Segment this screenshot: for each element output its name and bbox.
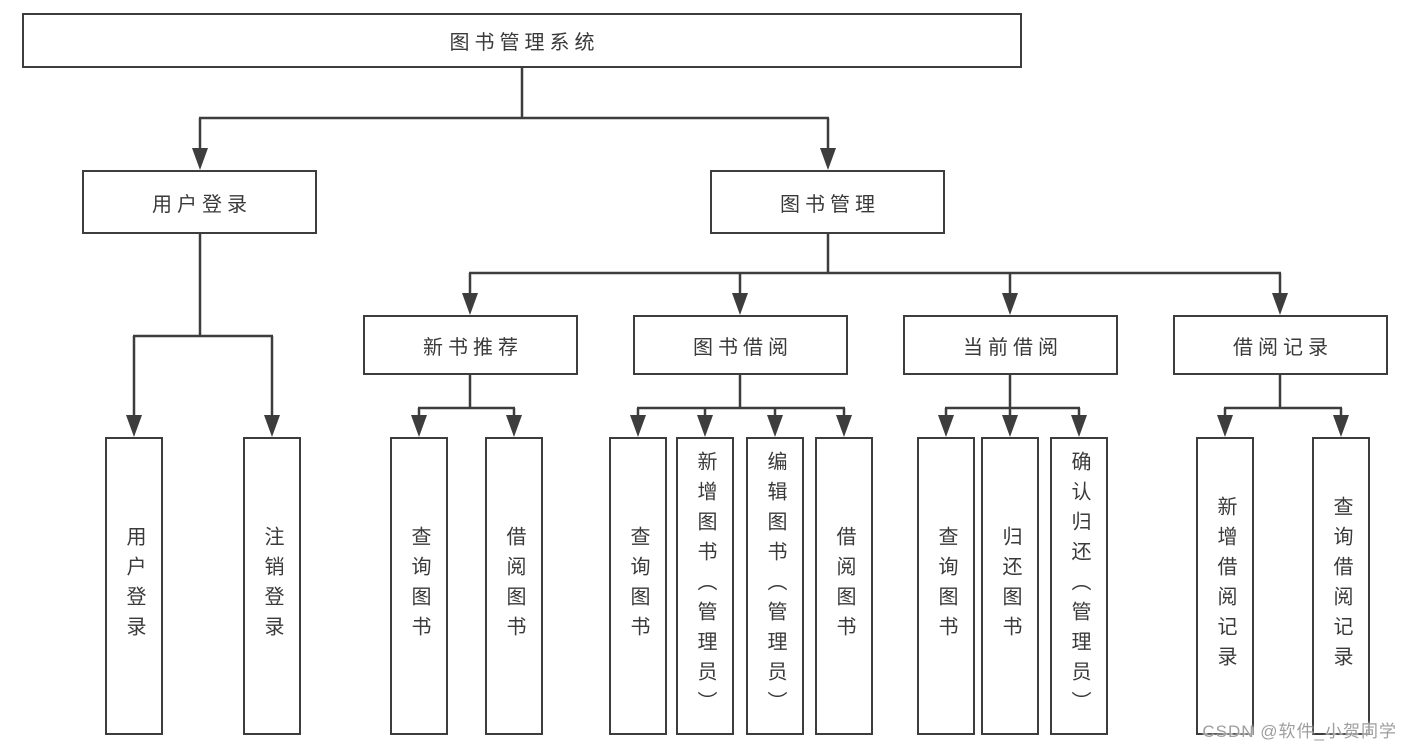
node-new-book-recommend-label: 新书推荐 xyxy=(423,336,523,359)
leaf-add-borrow-record: 新增借阅记录 xyxy=(1196,437,1254,735)
node-borrow-record-label: 借阅记录 xyxy=(1233,336,1333,359)
node-current-borrow-label: 当前借阅 xyxy=(963,336,1063,359)
node-root-label: 图书管理系统 xyxy=(449,32,600,54)
leaf-query-borrow-record: 查询借阅记录 xyxy=(1312,437,1370,735)
node-user-login-label: 用户登录 xyxy=(152,193,252,216)
leaf-add-book-admin: 新增图书（管理员） xyxy=(676,437,734,735)
node-book-management: 图书管理 xyxy=(710,170,945,234)
leaf-confirm-return-admin: 确认归还（管理员） xyxy=(1050,437,1108,735)
node-new-book-recommend: 新书推荐 xyxy=(363,315,578,375)
node-borrow-record: 借阅记录 xyxy=(1173,315,1388,375)
leaf-edit-book-admin: 编辑图书（管理员） xyxy=(746,437,804,735)
leaf-return-book: 归还图书 xyxy=(981,437,1039,735)
leaf-borrow-book: 借阅图书 xyxy=(815,437,873,735)
node-root: 图书管理系统 xyxy=(22,13,1022,68)
node-user-login: 用户登录 xyxy=(82,170,317,234)
csdn-watermark: CSDN @软件_小贺同学 xyxy=(1202,722,1397,741)
node-book-management-label: 图书管理 xyxy=(780,193,880,216)
node-book-borrow: 图书借阅 xyxy=(633,315,848,375)
leaf-query-book-current: 查询图书 xyxy=(917,437,975,735)
leaf-query-book-borrow: 查询图书 xyxy=(609,437,667,735)
node-book-borrow-label: 图书借阅 xyxy=(693,336,793,359)
leaf-query-book-recommend: 查询图书 xyxy=(390,437,448,735)
node-current-borrow: 当前借阅 xyxy=(903,315,1118,375)
leaf-user-login: 用户登录 xyxy=(105,437,163,735)
leaf-logout: 注销登录 xyxy=(243,437,301,735)
leaf-borrow-book-recommend: 借阅图书 xyxy=(485,437,543,735)
